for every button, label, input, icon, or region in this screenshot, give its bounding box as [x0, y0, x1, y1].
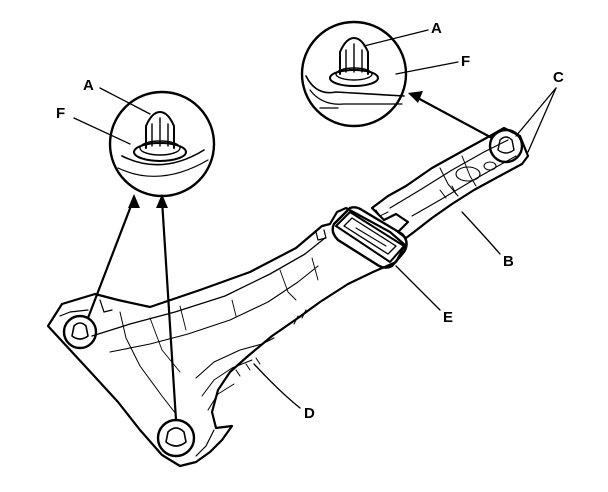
label-e: E [443, 309, 453, 326]
clip-bottom-icon [165, 427, 187, 447]
label-a-left: A [83, 77, 94, 94]
label-a-right: A [431, 20, 442, 37]
arrow-right-clip [412, 94, 494, 140]
label-d: D [304, 405, 315, 422]
arrows [86, 91, 494, 422]
arrow-left-clip-head [128, 194, 140, 208]
label-c: C [553, 69, 564, 86]
arrow-bottom-clip-head [156, 194, 168, 208]
label-b: B [503, 253, 514, 270]
clip-detail-left [108, 90, 216, 198]
clip-right-icon [497, 136, 515, 154]
leader-lines [73, 29, 557, 409]
clip-circle-right [488, 128, 524, 164]
arrow-bottom-clip [160, 198, 178, 422]
clip-circle-bottom [156, 418, 196, 458]
arrow-right-clip-head [408, 91, 423, 103]
clip-left-icon [71, 322, 89, 340]
clip-circle-left [62, 314, 98, 350]
label-f-right: F [461, 53, 470, 70]
bracket-b [370, 126, 530, 240]
clip-detail-right [300, 20, 408, 128]
clip-slot-e [335, 211, 405, 263]
arrow-left-clip [86, 196, 136, 320]
trim-panel-d [46, 206, 407, 468]
slot-e-highlight [331, 206, 408, 269]
label-f-left: F [56, 105, 65, 122]
